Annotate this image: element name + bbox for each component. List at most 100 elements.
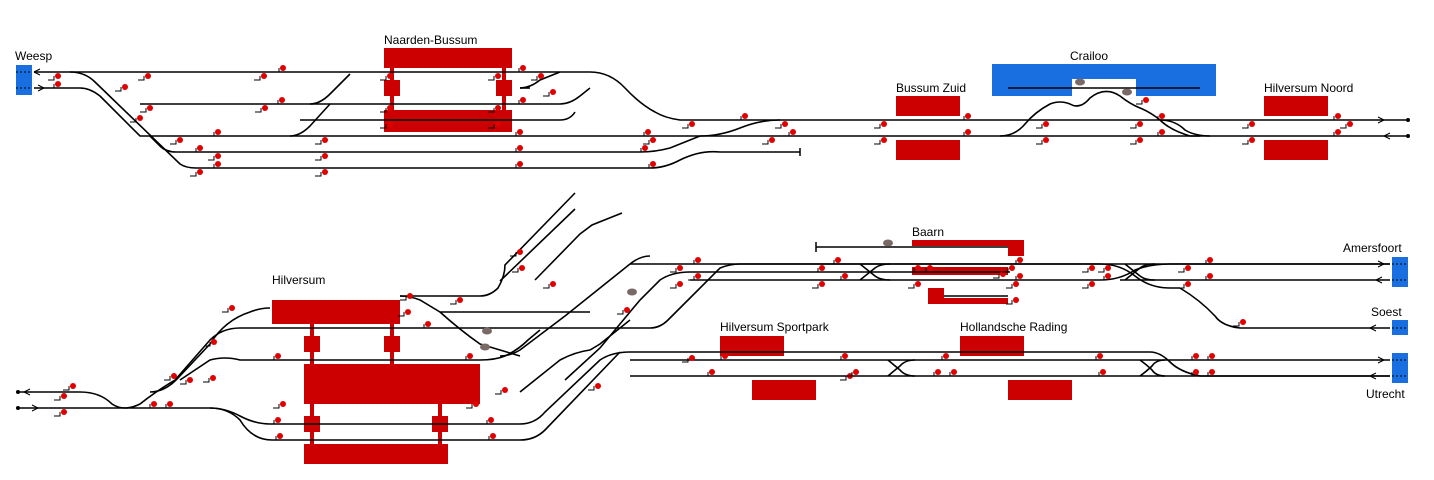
signal-light-icon[interactable] bbox=[405, 309, 411, 315]
track-bot-18[interactable] bbox=[1179, 287, 1390, 329]
platform-baarn-1b[interactable] bbox=[1008, 240, 1024, 256]
track-bot-3[interactable] bbox=[149, 307, 271, 393]
signal-light-icon[interactable] bbox=[61, 393, 67, 399]
signal-light-icon[interactable] bbox=[842, 273, 848, 279]
signal-light-icon[interactable] bbox=[197, 145, 203, 151]
signal-light-icon[interactable] bbox=[1105, 265, 1111, 271]
signal-light-icon[interactable] bbox=[517, 249, 523, 255]
track-bot-12[interactable] bbox=[564, 271, 1010, 381]
signal-light-icon[interactable] bbox=[624, 307, 630, 313]
signal-light-icon[interactable] bbox=[70, 383, 76, 389]
signal-light-icon[interactable] bbox=[650, 137, 656, 143]
track-top-5[interactable] bbox=[140, 87, 591, 105]
signal-light-icon[interactable] bbox=[322, 169, 328, 175]
signal-light-icon[interactable] bbox=[1013, 297, 1019, 303]
track-bot-24[interactable] bbox=[887, 359, 916, 377]
signal-light-icon[interactable] bbox=[275, 417, 281, 423]
track-bot-4[interactable] bbox=[179, 329, 541, 381]
signal-light-icon[interactable] bbox=[1249, 121, 1255, 127]
signal-light-icon[interactable] bbox=[210, 375, 216, 381]
platform-naarden-bussum-2[interactable] bbox=[384, 110, 512, 132]
signal-light-icon[interactable] bbox=[467, 353, 473, 359]
track-top-3[interactable] bbox=[69, 71, 800, 169]
signal-light-icon[interactable] bbox=[407, 293, 413, 299]
level-crossing-icon[interactable] bbox=[1122, 88, 1132, 96]
signal-light-icon[interactable] bbox=[519, 265, 525, 271]
signal-light-icon[interactable] bbox=[137, 115, 143, 121]
signal-light-icon[interactable] bbox=[881, 137, 887, 143]
level-crossing-icon[interactable] bbox=[480, 343, 490, 351]
signal-light-icon[interactable] bbox=[782, 121, 788, 127]
signal-light-icon[interactable] bbox=[1009, 265, 1015, 271]
signal-light-icon[interactable] bbox=[495, 121, 501, 127]
signal-light-icon[interactable] bbox=[495, 73, 501, 79]
signal-light-icon[interactable] bbox=[819, 265, 825, 271]
signal-light-icon[interactable] bbox=[495, 105, 501, 111]
signal-light-icon[interactable] bbox=[677, 281, 683, 287]
signal-light-icon[interactable] bbox=[1335, 113, 1341, 119]
level-crossing-icon[interactable] bbox=[883, 239, 893, 247]
signal-light-icon[interactable] bbox=[927, 265, 933, 271]
signal-light-icon[interactable] bbox=[322, 153, 328, 159]
signal-light-icon[interactable] bbox=[61, 409, 67, 415]
track-top-8[interactable] bbox=[309, 73, 351, 105]
signal-light-icon[interactable] bbox=[147, 105, 153, 111]
track-bot-6[interactable] bbox=[400, 192, 576, 297]
signal-light-icon[interactable] bbox=[1017, 257, 1023, 263]
signal-light-icon[interactable] bbox=[689, 121, 695, 127]
signal-light-icon[interactable] bbox=[695, 273, 701, 279]
signal-light-icon[interactable] bbox=[742, 113, 748, 119]
signal-light-icon[interactable] bbox=[790, 129, 796, 135]
signal-light-icon[interactable] bbox=[1185, 281, 1191, 287]
signal-light-icon[interactable] bbox=[1185, 265, 1191, 271]
signal-light-icon[interactable] bbox=[1097, 353, 1103, 359]
platform-sportpark-2[interactable] bbox=[752, 380, 816, 400]
terminal-block-amersfoort[interactable] bbox=[1392, 257, 1408, 287]
signal-light-icon[interactable] bbox=[387, 105, 393, 111]
signal-light-icon[interactable] bbox=[122, 84, 128, 90]
signal-light-icon[interactable] bbox=[262, 105, 268, 111]
signal-light-icon[interactable] bbox=[1043, 121, 1049, 127]
signal-light-icon[interactable] bbox=[457, 297, 463, 303]
signal-light-icon[interactable] bbox=[145, 73, 151, 79]
signal-light-icon[interactable] bbox=[1143, 97, 1149, 103]
platform-hilversum-noord-1[interactable] bbox=[1264, 96, 1328, 116]
signal-light-icon[interactable] bbox=[1100, 369, 1106, 375]
signal-light-icon[interactable] bbox=[819, 281, 825, 287]
track-top-13[interactable] bbox=[1159, 119, 1211, 137]
track-top-1[interactable] bbox=[34, 71, 1408, 121]
track-bot-26[interactable] bbox=[1139, 359, 1166, 377]
track-bot-21[interactable] bbox=[859, 263, 891, 281]
signal-light-icon[interactable] bbox=[677, 265, 683, 271]
signal-light-icon[interactable] bbox=[1043, 137, 1049, 143]
platform-hilversum-noord-2[interactable] bbox=[1264, 140, 1328, 160]
track-top-11[interactable] bbox=[699, 119, 781, 137]
signal-light-icon[interactable] bbox=[1335, 129, 1341, 135]
signal-light-icon[interactable] bbox=[853, 369, 859, 375]
signal-light-icon[interactable] bbox=[280, 401, 286, 407]
track-bot-7[interactable] bbox=[399, 295, 590, 313]
signal-light-icon[interactable] bbox=[1105, 273, 1111, 279]
track-bot-8[interactable] bbox=[439, 311, 521, 357]
terminal-block-weesp[interactable] bbox=[16, 65, 32, 95]
signal-light-icon[interactable] bbox=[1013, 281, 1019, 287]
signal-light-icon[interactable] bbox=[387, 73, 393, 79]
level-crossing-icon[interactable] bbox=[482, 327, 492, 335]
signal-light-icon[interactable] bbox=[261, 73, 267, 79]
signal-light-icon[interactable] bbox=[538, 73, 544, 79]
signal-light-icon[interactable] bbox=[881, 121, 887, 127]
signal-light-icon[interactable] bbox=[1089, 265, 1095, 271]
signal-light-icon[interactable] bbox=[215, 129, 221, 135]
signal-light-icon[interactable] bbox=[279, 97, 285, 103]
signal-light-icon[interactable] bbox=[1209, 369, 1215, 375]
signal-light-icon[interactable] bbox=[171, 373, 177, 379]
signal-light-icon[interactable] bbox=[488, 417, 494, 423]
platform-naarden-bussum-1[interactable] bbox=[384, 48, 512, 68]
track-bot-27[interactable] bbox=[1124, 263, 1156, 281]
signal-light-icon[interactable] bbox=[197, 169, 203, 175]
track-bot-28[interactable] bbox=[1124, 263, 1156, 281]
signal-light-icon[interactable] bbox=[280, 65, 286, 71]
signal-light-icon[interactable] bbox=[1017, 273, 1023, 279]
signal-light-icon[interactable] bbox=[695, 257, 701, 263]
signal-light-icon[interactable] bbox=[1207, 257, 1213, 263]
